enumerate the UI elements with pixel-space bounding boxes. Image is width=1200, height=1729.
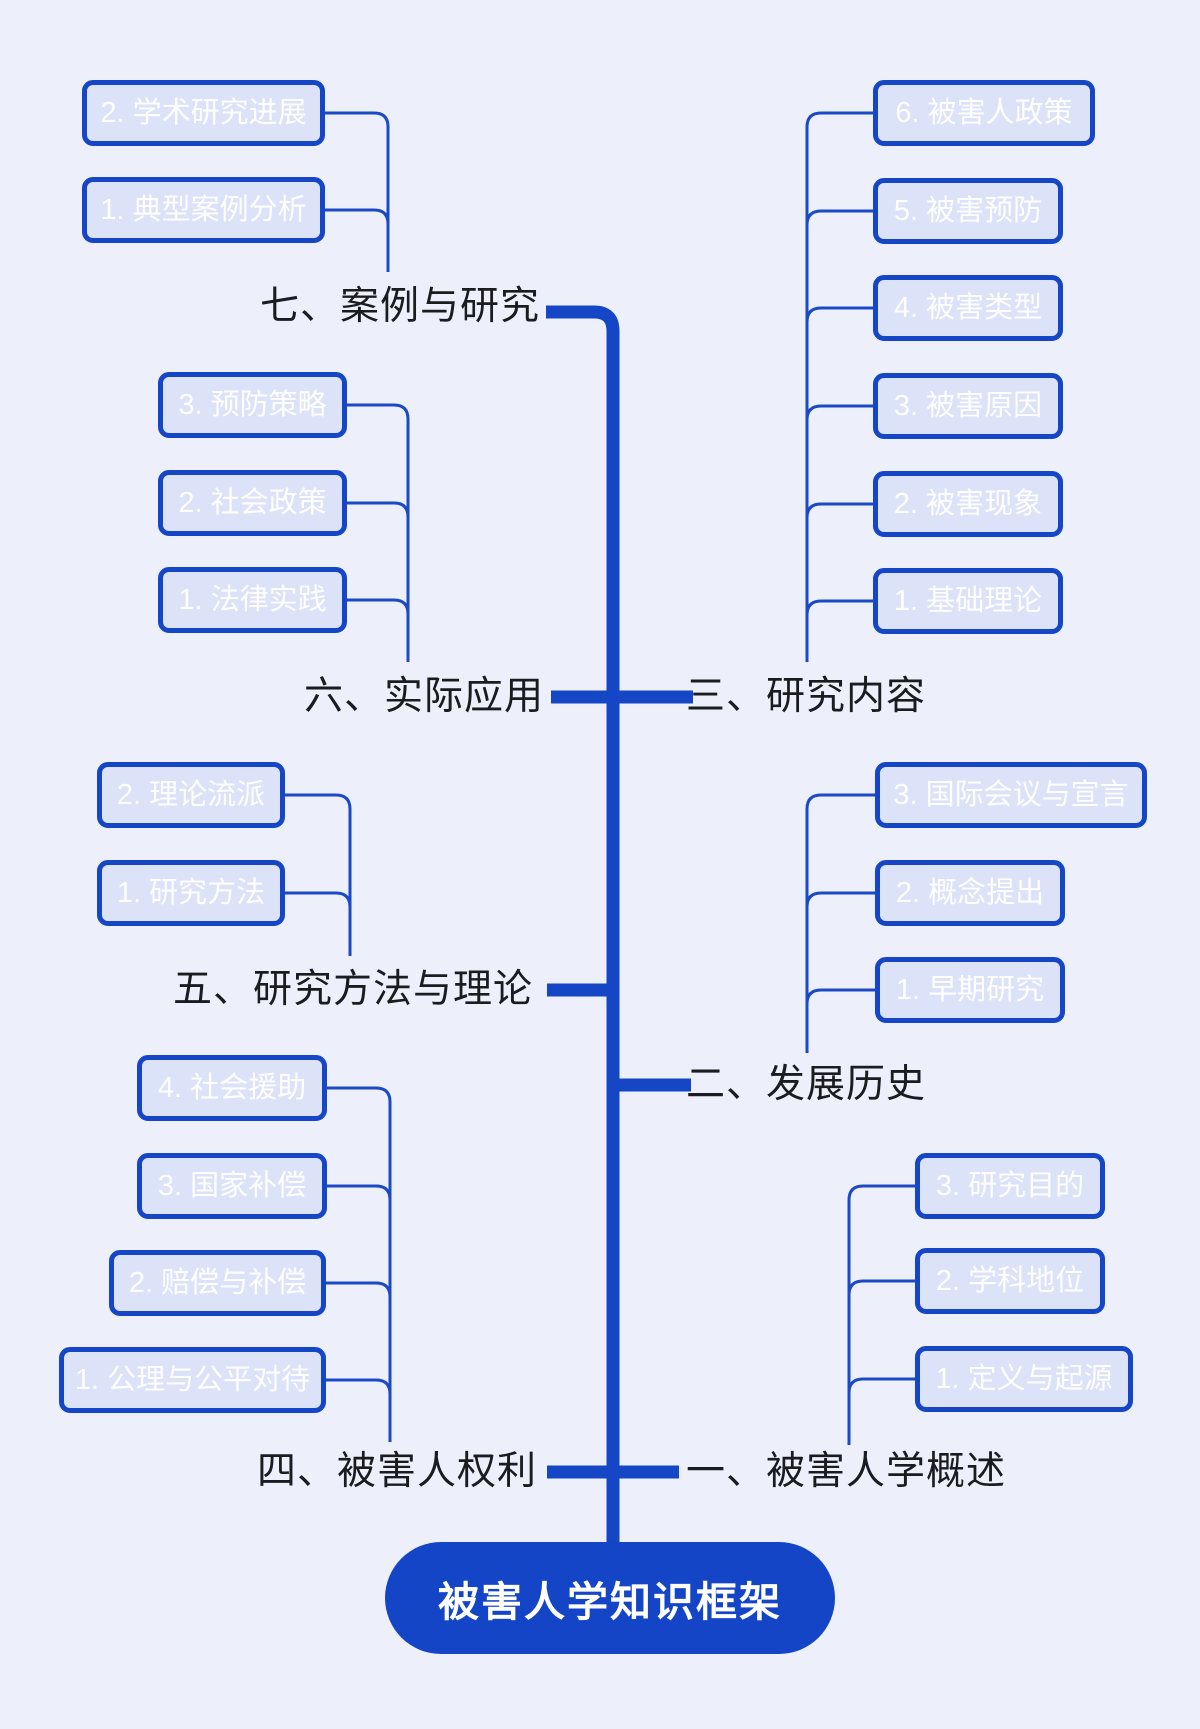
branch-label-4[interactable]: 四、被害人权利 bbox=[256, 1450, 537, 1493]
child-node[interactable]: 1. 公理与公平对待 bbox=[59, 1347, 326, 1413]
child-node[interactable]: 2. 概念提出 bbox=[875, 860, 1065, 926]
branch-label-5[interactable]: 五、研究方法与理论 bbox=[172, 968, 533, 1011]
branch-7-child-connectors bbox=[325, 111, 390, 272]
branch-label-1[interactable]: 一、被害人学概述 bbox=[686, 1450, 1007, 1493]
branch-label-6[interactable]: 六、实际应用 bbox=[303, 675, 544, 718]
child-node[interactable]: 2. 被害现象 bbox=[873, 471, 1063, 537]
child-node[interactable]: 2. 理论流派 bbox=[97, 762, 285, 828]
connector-line bbox=[327, 1184, 392, 1201]
child-node[interactable]: 1. 法律实践 bbox=[158, 567, 347, 633]
branch-1-child-connectors bbox=[847, 1184, 915, 1445]
child-node[interactable]: 4. 被害类型 bbox=[873, 275, 1063, 341]
child-node[interactable]: 3. 被害原因 bbox=[873, 373, 1063, 439]
branch-label-3[interactable]: 三、研究内容 bbox=[686, 675, 927, 718]
child-node[interactable]: 1. 定义与起源 bbox=[915, 1346, 1133, 1412]
branch-5-child-connectors bbox=[285, 793, 352, 956]
connector-line bbox=[805, 404, 873, 421]
child-node[interactable]: 3. 研究目的 bbox=[915, 1153, 1105, 1219]
connector-line bbox=[325, 208, 390, 225]
branch-6-child-connectors bbox=[347, 403, 410, 662]
child-node[interactable]: 1. 早期研究 bbox=[875, 957, 1065, 1023]
child-node[interactable]: 2. 社会政策 bbox=[158, 470, 347, 536]
connector-line bbox=[325, 111, 390, 272]
child-node[interactable]: 1. 典型案例分析 bbox=[82, 177, 325, 243]
connector-line bbox=[326, 1281, 392, 1298]
connector-line bbox=[805, 209, 873, 226]
connector-line bbox=[805, 793, 875, 1053]
branch-2-child-connectors bbox=[805, 793, 875, 1053]
connector-line bbox=[805, 306, 873, 323]
root-node[interactable]: 被害人学知识框架 bbox=[385, 1542, 835, 1654]
connector-line bbox=[805, 891, 875, 908]
child-node[interactable]: 1. 研究方法 bbox=[97, 860, 285, 926]
branch-label-7[interactable]: 七、案例与研究 bbox=[259, 285, 540, 328]
child-node[interactable]: 1. 基础理论 bbox=[873, 568, 1063, 634]
connector-line bbox=[805, 599, 873, 616]
child-node[interactable]: 2. 学术研究进展 bbox=[82, 80, 325, 146]
branch-label-2[interactable]: 二、发展历史 bbox=[686, 1063, 927, 1106]
connector-line bbox=[347, 501, 410, 518]
child-node[interactable]: 2. 赔偿与补偿 bbox=[109, 1250, 326, 1316]
connector-line bbox=[327, 1086, 392, 1442]
child-node[interactable]: 2. 学科地位 bbox=[915, 1248, 1105, 1314]
child-node[interactable]: 6. 被害人政策 bbox=[873, 80, 1095, 146]
child-node[interactable]: 3. 国家补偿 bbox=[137, 1153, 327, 1219]
connector-line bbox=[285, 793, 352, 956]
child-node[interactable]: 3. 预防策略 bbox=[158, 372, 347, 438]
connector-line bbox=[347, 403, 410, 662]
connector-line bbox=[347, 598, 410, 615]
connector-line bbox=[805, 502, 873, 519]
trunk-line bbox=[546, 305, 620, 1550]
connector-line bbox=[847, 1279, 915, 1296]
branch-3-child-connectors bbox=[805, 111, 873, 662]
child-node[interactable]: 5. 被害预防 bbox=[873, 178, 1063, 244]
connector-line bbox=[805, 111, 873, 662]
connector-line bbox=[805, 988, 875, 1005]
connector-line bbox=[847, 1184, 915, 1445]
child-node[interactable]: 4. 社会援助 bbox=[137, 1055, 327, 1121]
branch-4-child-connectors bbox=[326, 1086, 392, 1442]
trunk-connectors bbox=[546, 305, 693, 1550]
connector-line bbox=[285, 891, 352, 908]
connector-line bbox=[326, 1378, 392, 1395]
connector-line bbox=[847, 1377, 915, 1394]
child-node[interactable]: 3. 国际会议与宣言 bbox=[875, 762, 1147, 828]
